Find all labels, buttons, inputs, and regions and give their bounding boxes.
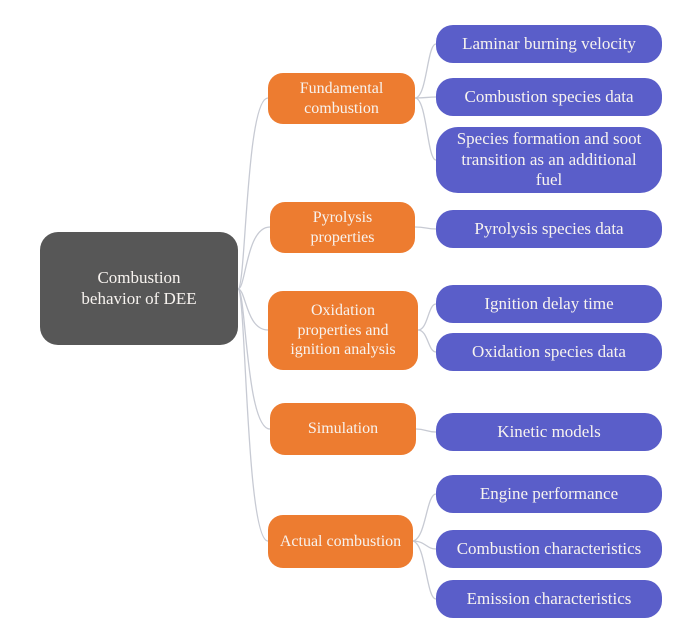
connector-root-to-branch-pyrolysis	[237, 226, 271, 290]
connector-fundamental-to-laminar	[414, 43, 437, 99]
leaf-node-emission-characteristics: Emission characteristics	[436, 580, 662, 618]
connector-actual-to-combustion-characteristics	[411, 540, 437, 550]
branch-node-fundamental-combustion: Fundamental combustion	[268, 73, 415, 124]
branch-node-simulation: Simulation	[270, 403, 416, 455]
root-node-combustion-behavior: Combustion behavior of DEE	[40, 232, 238, 345]
connector-actual-to-emission-characteristics	[411, 540, 437, 600]
connector-root-to-branch-oxidation	[237, 288, 269, 331]
connector-root-to-branch-actual	[237, 288, 269, 542]
connector-oxidation-to-oxidation-species	[417, 329, 437, 353]
leaf-node-oxidation-species-data: Oxidation species data	[436, 333, 662, 371]
connector-fundamental-to-combustion-species	[414, 96, 437, 99]
leaf-node-kinetic-models: Kinetic models	[436, 413, 662, 451]
leaf-node-combustion-species-data: Combustion species data	[436, 78, 662, 116]
leaf-node-ignition-delay-time: Ignition delay time	[436, 285, 662, 323]
connector-root-to-branch-fundamental	[237, 97, 269, 290]
leaf-node-species-formation-soot: Species formation and soot transition as…	[436, 127, 662, 193]
leaf-node-pyrolysis-species-data: Pyrolysis species data	[436, 210, 662, 248]
connector-fundamental-to-species-formation	[414, 97, 437, 161]
branch-node-pyrolysis-properties: Pyrolysis properties	[270, 202, 415, 253]
leaf-node-engine-performance: Engine performance	[436, 475, 662, 513]
leaf-node-combustion-characteristics: Combustion characteristics	[436, 530, 662, 568]
connector-oxidation-to-ignition-delay	[417, 303, 437, 331]
connector-root-to-branch-simulation	[237, 288, 271, 430]
connector-actual-to-engine-performance	[411, 493, 437, 542]
connector-simulation-to-kinetic-models	[415, 428, 437, 433]
branch-node-oxidation-ignition: Oxidation properties and ignition analys…	[268, 291, 418, 370]
branch-node-actual-combustion: Actual combustion	[268, 515, 413, 568]
connector-pyrolysis-to-species-data	[414, 226, 437, 230]
leaf-node-laminar-burning-velocity: Laminar burning velocity	[436, 25, 662, 63]
